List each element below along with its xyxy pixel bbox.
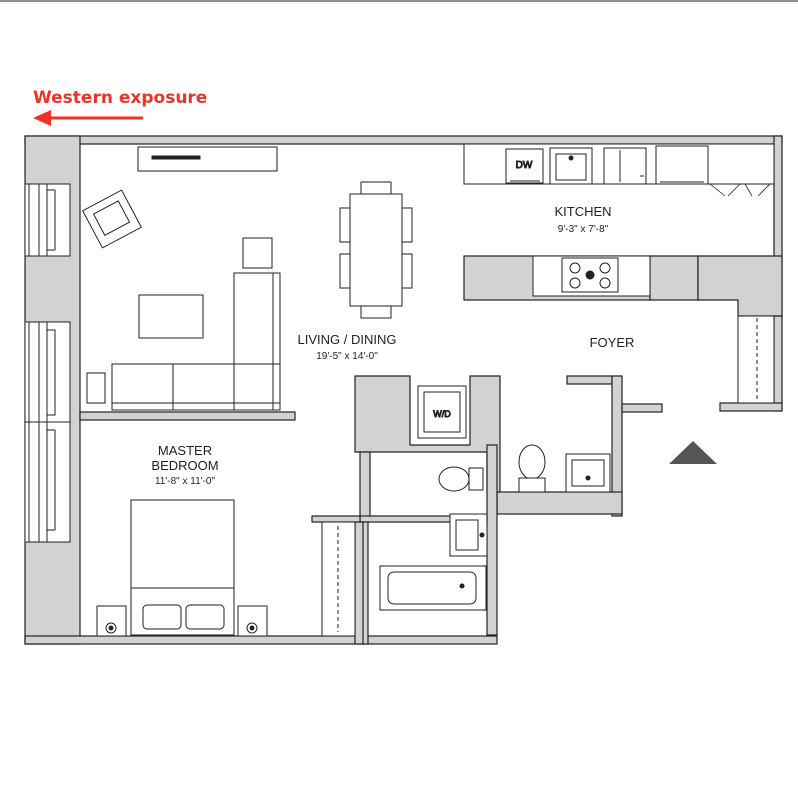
cabinet-doors	[709, 183, 771, 197]
bed	[130, 499, 235, 636]
bedroom-dims: 11'-8" x 11'-0"	[155, 476, 215, 487]
armchair	[82, 189, 142, 249]
bedroom-label-line1: MASTER	[158, 443, 212, 458]
powder-toilet	[518, 444, 546, 493]
nightstand-right	[237, 605, 268, 637]
foyer-label: FOYER	[590, 335, 635, 350]
dining-table	[339, 181, 413, 319]
tv-console	[137, 146, 278, 172]
bathtub	[379, 565, 487, 611]
side-table	[242, 237, 273, 269]
living-dims: 19'-5" x 14'-0"	[316, 351, 378, 362]
nightstand-left	[96, 605, 127, 637]
refrigerator	[603, 147, 647, 185]
entry-triangle-icon	[669, 441, 717, 464]
svg-text:W/D: W/D	[433, 409, 451, 419]
foyer-closet	[737, 315, 775, 404]
svg-text:DW: DW	[516, 160, 533, 171]
wall-oven	[655, 145, 709, 185]
sectional-sofa	[111, 272, 281, 411]
kitchen-label: KITCHEN	[554, 204, 611, 219]
cooktop	[532, 255, 651, 297]
living-label: LIVING / DINING	[298, 332, 397, 347]
washer-dryer: W/D	[417, 385, 467, 439]
western-exposure-indicator: Western exposure	[33, 88, 207, 126]
bath-toilet	[438, 466, 484, 492]
western-exposure-label: Western exposure	[33, 88, 207, 108]
bedroom-label-line2: BEDROOM	[151, 458, 218, 473]
dishwasher: DW	[505, 148, 544, 184]
kitchen-sink	[549, 147, 593, 185]
window-bays	[24, 183, 71, 543]
bath-vanity	[449, 513, 488, 557]
arrow-left-icon	[33, 110, 143, 126]
bedroom-closet	[321, 521, 356, 637]
coffee-table	[138, 294, 204, 339]
powder-sink	[565, 453, 611, 493]
kitchen-dims: 9'-3" x 7'-8"	[558, 224, 609, 235]
end-table	[86, 372, 106, 404]
